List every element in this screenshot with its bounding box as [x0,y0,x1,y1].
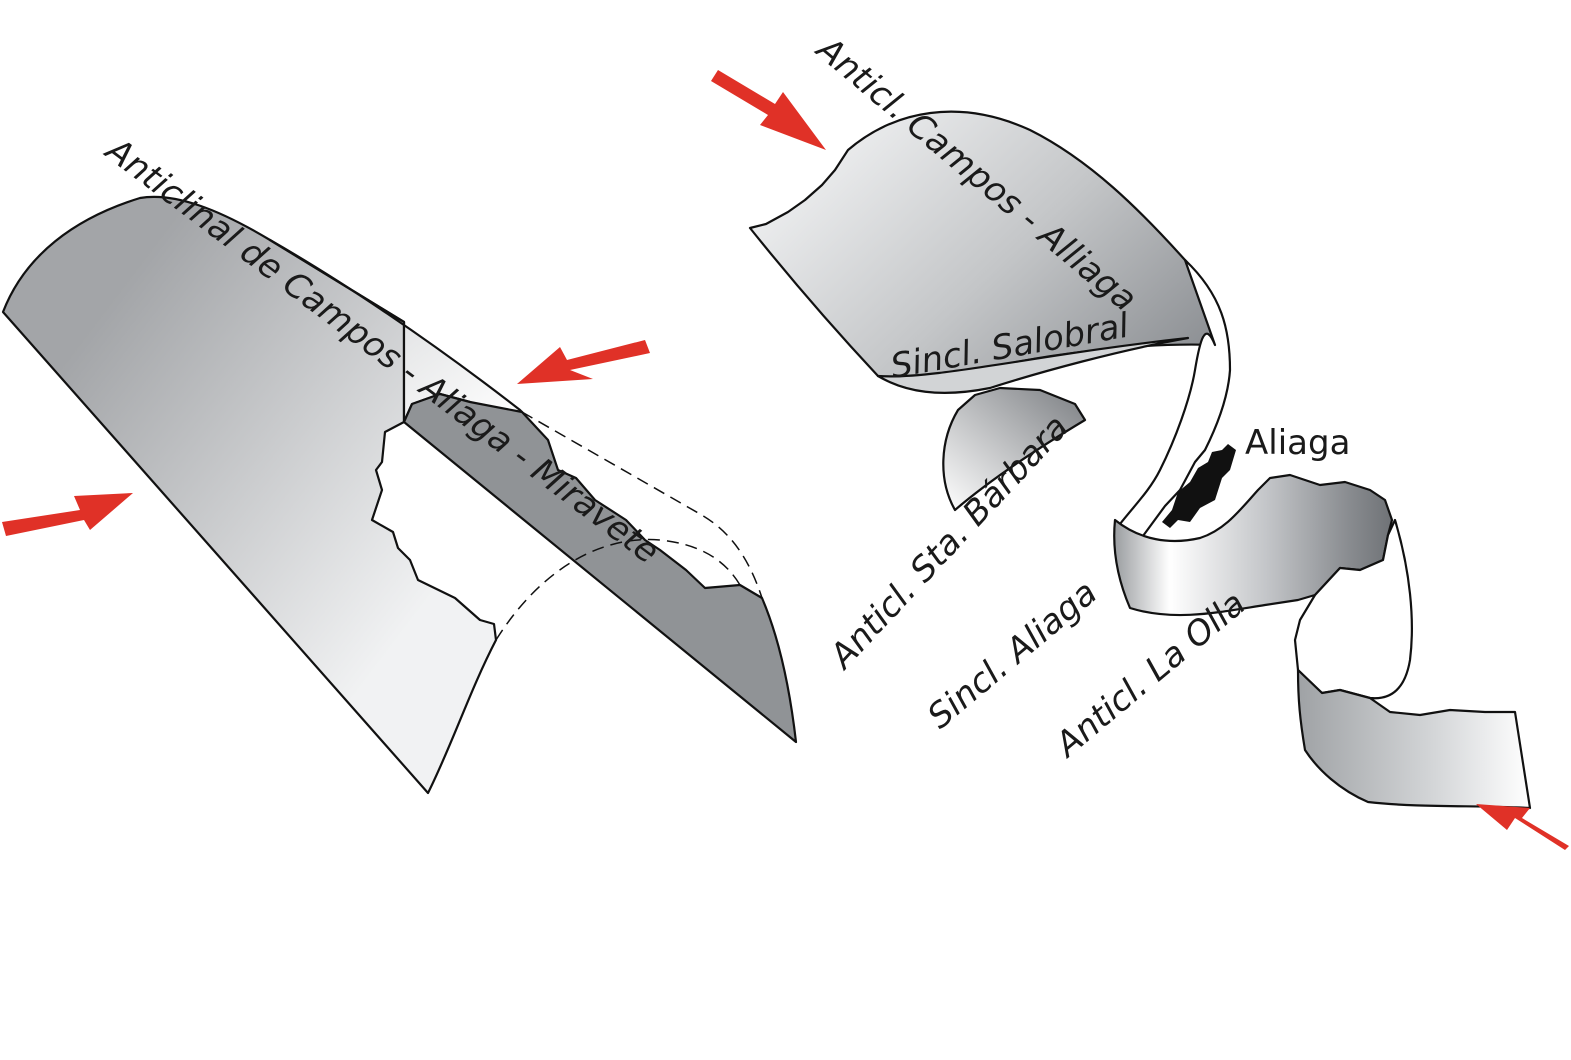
left-anticline-block [1,195,798,795]
left-compression-arrow-east [517,340,650,384]
sta-barbara-anticline-fragment [942,386,1087,512]
right-fold-block [748,110,1532,810]
left-anticline-flank [1,195,498,795]
left-compression-arrow-west [2,493,133,536]
right-compression-arrow-nw [711,70,826,150]
ribbon-descending-limb [1118,258,1232,542]
right-compression-arrow-se [1476,804,1569,850]
la-olla-lower-sheet [1296,668,1532,810]
left-dashed-arc [495,538,741,641]
la-olla-anticline-limb [1293,518,1413,700]
aliaga-town-shape [1162,444,1236,528]
left-anticline-dark-flank [402,392,798,744]
aliaga-town-label: Aliaga [1245,423,1350,463]
left-dashed-crest-line [521,411,763,599]
salobral-syncline-lip [876,336,1190,394]
